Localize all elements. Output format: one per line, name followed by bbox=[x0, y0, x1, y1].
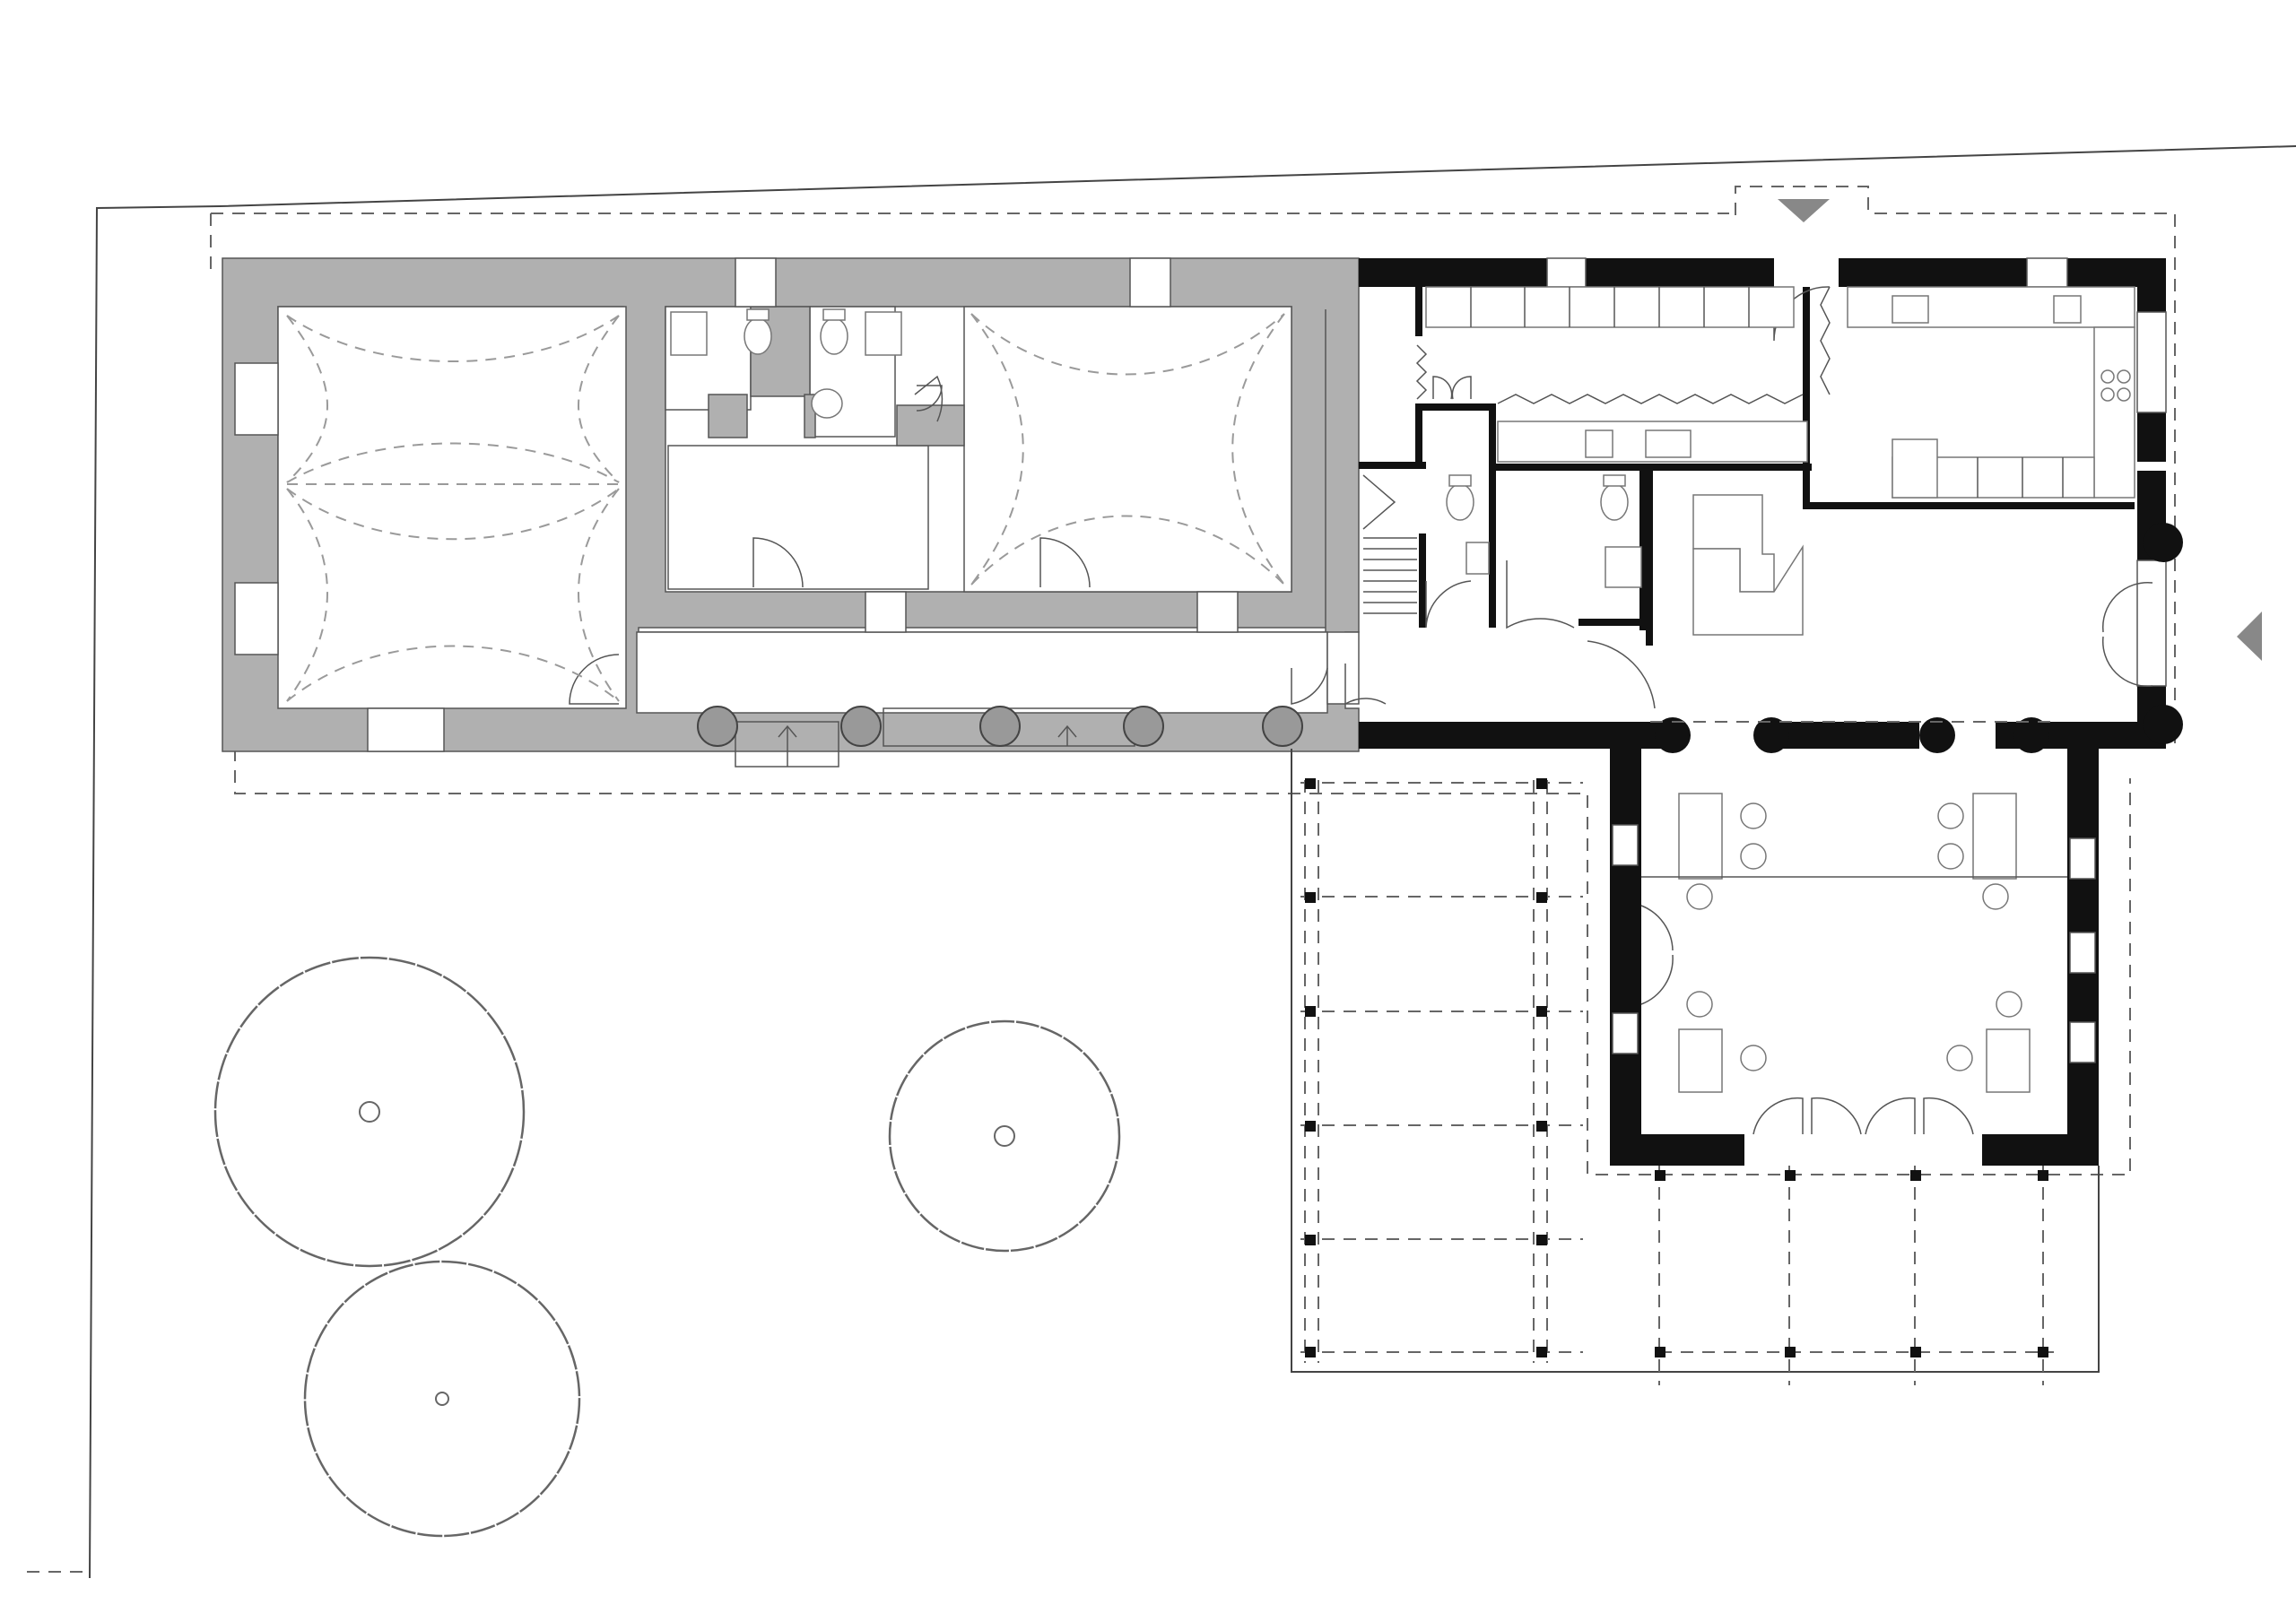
cross-vault-west bbox=[286, 315, 620, 702]
roof-outline bbox=[210, 213, 2176, 1175]
site-boundary bbox=[27, 145, 2296, 1579]
entrance-arrow-east bbox=[2237, 612, 2262, 661]
trees bbox=[213, 956, 1121, 1538]
tree-3 bbox=[303, 1260, 581, 1538]
entrance-arrow-north bbox=[1778, 199, 1830, 222]
existing-building bbox=[222, 257, 1387, 768]
dining-hall bbox=[1610, 717, 2099, 1166]
entrance-markers bbox=[1735, 186, 2262, 661]
new-building bbox=[1359, 257, 2183, 749]
tree-1 bbox=[213, 956, 526, 1268]
toilet-fixtures-west bbox=[670, 308, 943, 419]
stair bbox=[1362, 474, 1417, 614]
tree-2 bbox=[888, 1019, 1121, 1253]
cross-vault-middle bbox=[970, 313, 1285, 585]
pergola bbox=[1291, 749, 2100, 1385]
